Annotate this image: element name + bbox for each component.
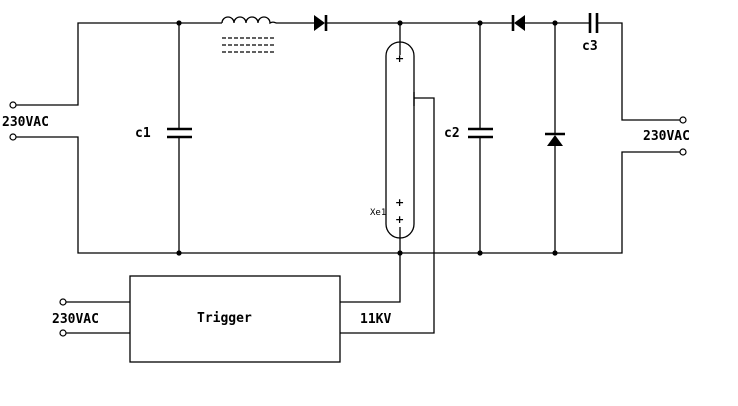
output-voltage-label: 230VAC <box>643 129 690 144</box>
capacitor-c3 <box>588 13 680 121</box>
junction-node <box>176 20 182 26</box>
input-voltage-label: 230VAC <box>2 115 49 130</box>
svg-text:+: + <box>395 213 404 226</box>
diode-icon <box>514 15 525 31</box>
diode-d1 <box>314 15 513 31</box>
junction-node <box>552 250 558 256</box>
c2-label: c2 <box>444 126 460 141</box>
trigger-box <box>129 275 341 363</box>
capacitor-c1 <box>167 23 192 253</box>
trigger-output-label: 11KV <box>360 312 391 327</box>
input-terminals-left <box>9 22 620 254</box>
output-terminal-top <box>679 116 687 124</box>
junction-node <box>477 250 483 256</box>
diode-d2 <box>511 15 590 31</box>
trigger-label: Trigger <box>197 311 252 326</box>
output-terminals-right <box>679 116 687 156</box>
junction-node <box>176 250 182 256</box>
trigger-input-voltage-label: 230VAC <box>52 312 99 327</box>
trigger-input-terminal-bottom <box>59 329 67 337</box>
trigger-module <box>59 253 401 363</box>
zener-diode-icon <box>547 135 563 146</box>
capacitor-c2 <box>468 23 493 253</box>
input-terminal-bottom <box>9 133 17 141</box>
output-terminal-bottom <box>679 148 687 156</box>
c3-label: c3 <box>582 39 598 54</box>
inductor <box>221 16 314 53</box>
svg-text:+: + <box>395 196 404 209</box>
inductor-icon <box>221 16 277 25</box>
zener-diode <box>545 23 565 253</box>
input-terminal-top <box>9 101 17 109</box>
lamp-label: Xe1 <box>370 208 386 218</box>
c1-label: c1 <box>135 126 151 141</box>
diode-icon <box>314 15 325 31</box>
flash-tube: + + + <box>340 23 435 334</box>
trigger-input-terminal-top <box>59 298 67 306</box>
svg-text:+: + <box>395 52 404 65</box>
